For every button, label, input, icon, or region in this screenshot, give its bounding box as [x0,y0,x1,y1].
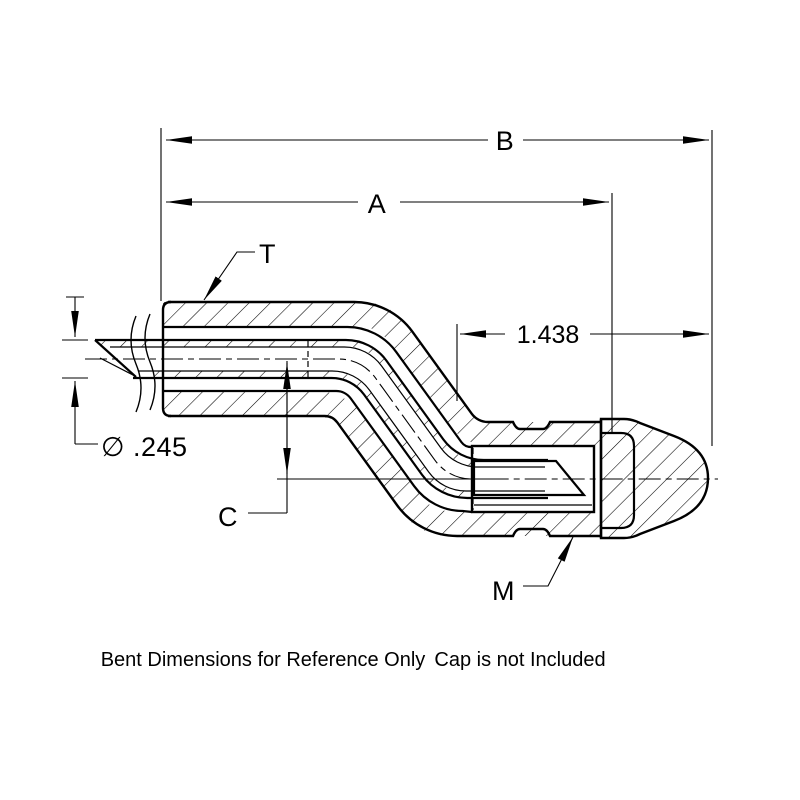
note-bent-dimensions: Bent Dimensions for Reference Only [101,649,426,671]
label-m: M [492,576,515,606]
dimensions [62,128,713,587]
tube-od-bottom [168,414,601,538]
needle-bevel-inner-edge [99,357,134,376]
note-cap: Cap is not Included [434,649,605,671]
needle-od-bottom [133,376,548,500]
break-line-left [130,315,142,413]
label-t: T [259,239,276,269]
dim-b-label: B [496,126,515,156]
lower-wall-hatch [163,390,601,537]
label-m-leader [523,536,574,587]
tube-wall-hatching [100,301,601,537]
dim-1438-label: 1.438 [517,321,580,349]
tube-outline [161,300,601,538]
drawing-text: B A 1.438 ∅ .245 C T M Bent Dimensions f… [101,126,606,671]
needle-upper-wall-hatch [100,340,548,467]
needle-id-bottom [138,370,545,492]
upper-wall-hatch [163,301,601,448]
tube-id-top [163,325,472,449]
break-line-right [144,313,156,411]
cap-inner-shoulder [601,431,636,530]
centerline [85,358,718,480]
needle-end-outline [472,459,587,497]
needle-id-top [110,346,545,468]
needle-end-in-hub [472,448,592,510]
tube-od-top [168,300,601,431]
dim-diameter-label: ∅ .245 [101,432,188,462]
label-t-leader [203,251,255,301]
needle-lower-wall-hatch [138,371,548,498]
dim-a-label: A [368,189,387,219]
tube-id-bottom [163,389,473,514]
dim-c-label: C [218,502,238,532]
